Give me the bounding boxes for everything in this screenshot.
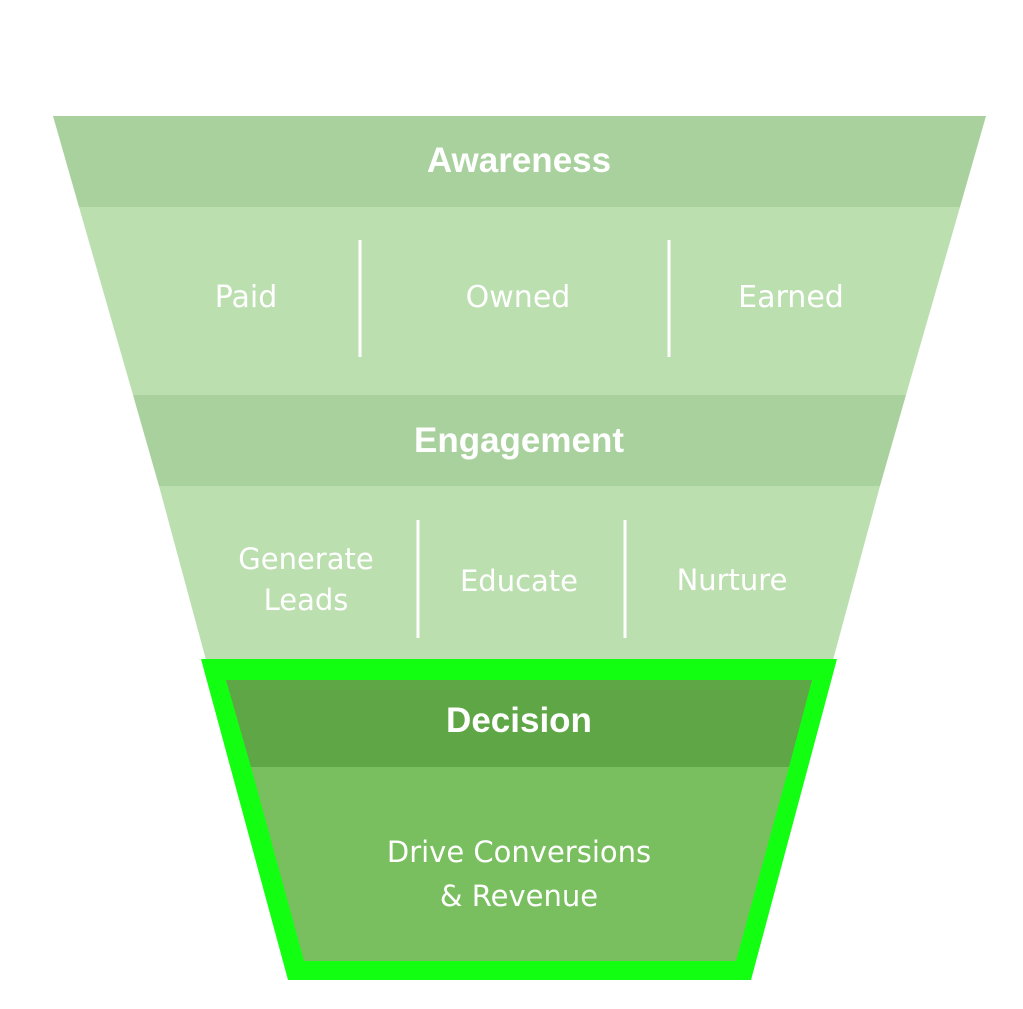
awareness-item-paid: Paid: [215, 280, 278, 315]
decision-body-line1: Drive Conversions: [387, 835, 651, 869]
awareness-item-earned: Earned: [738, 280, 844, 315]
awareness-title: Awareness: [427, 141, 611, 180]
awareness-header-band: [53, 116, 986, 207]
decision-body-band: [251, 767, 789, 961]
decision-title: Decision: [446, 701, 592, 740]
engagement-body-band: [159, 486, 880, 660]
awareness-item-owned: Owned: [466, 280, 571, 315]
engagement-item-educate: Educate: [460, 564, 578, 598]
decision-body-line2: & Revenue: [440, 879, 598, 913]
awareness-body-band: [79, 207, 960, 395]
engagement-item-nurture: Nurture: [677, 563, 788, 597]
engagement-item-generate-leads-line2: Leads: [264, 583, 349, 617]
decision-header-band: [226, 680, 812, 767]
engagement-title: Engagement: [414, 421, 624, 460]
engagement-header-band: [133, 395, 906, 486]
engagement-item-generate-leads: Generate: [238, 542, 373, 576]
